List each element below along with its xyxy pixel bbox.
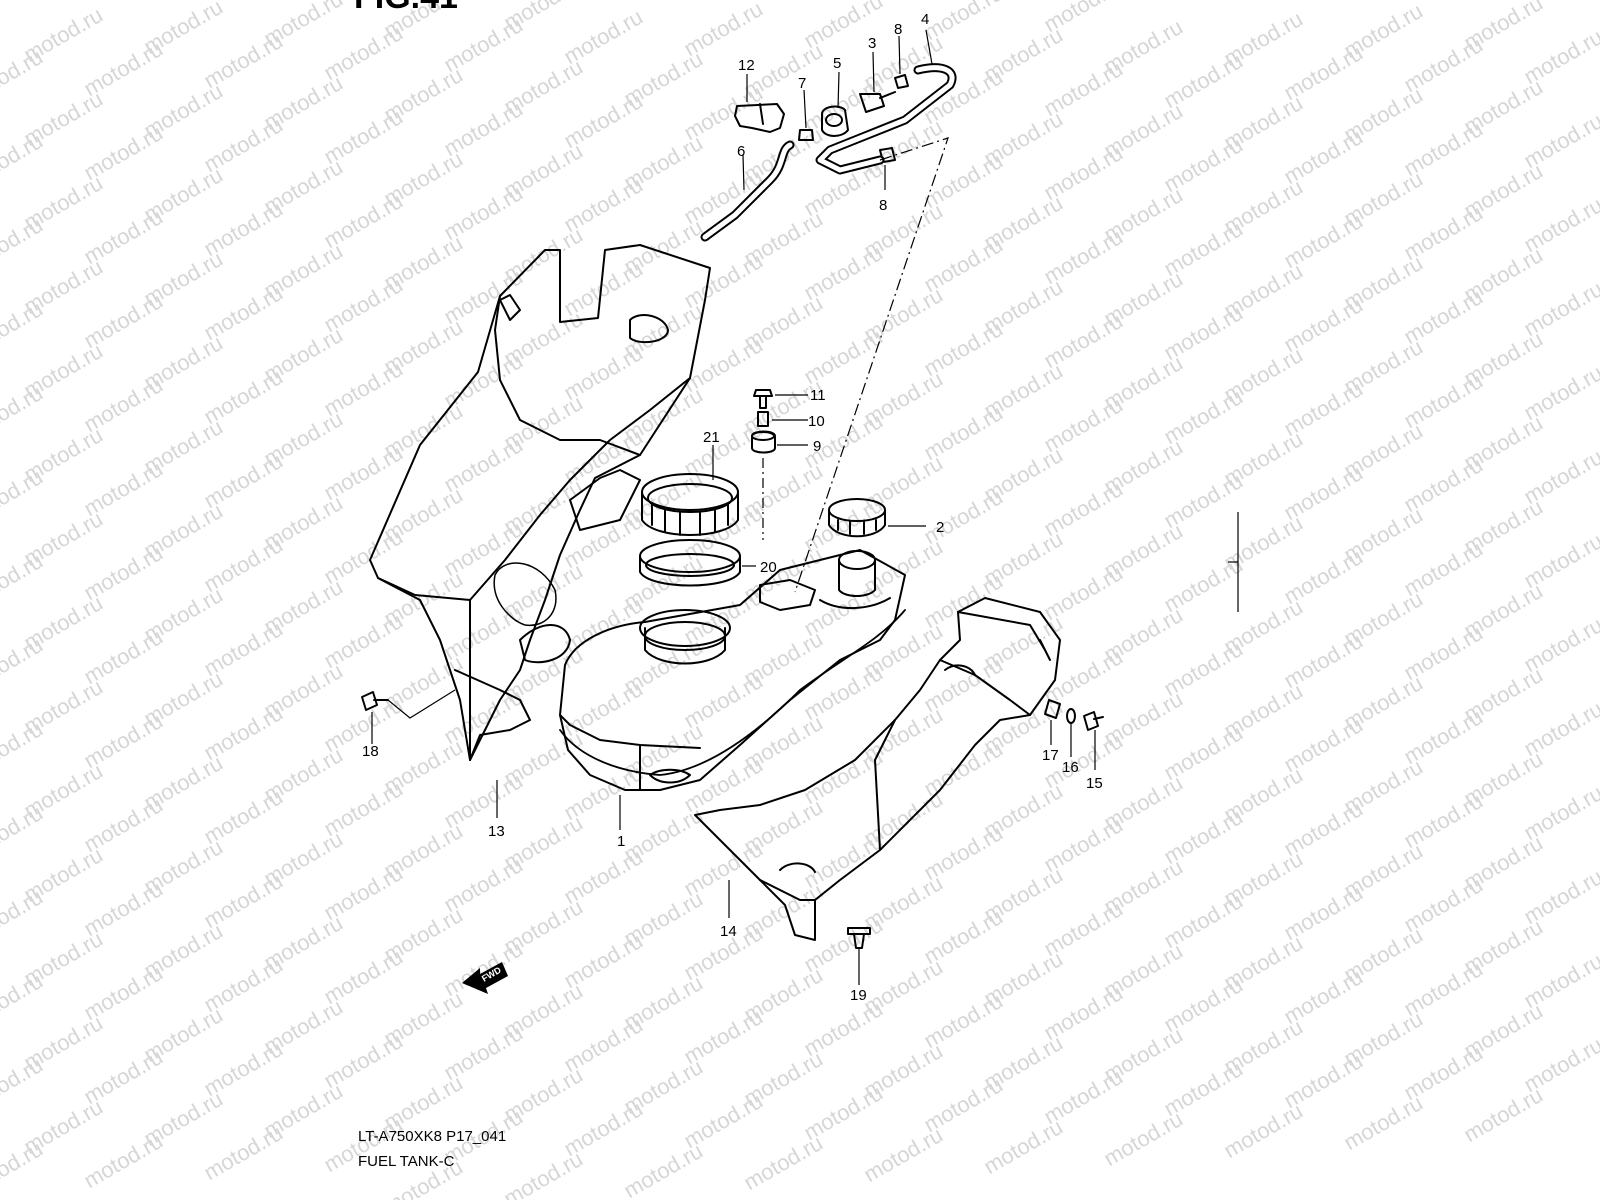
callout-11: 11 [810, 387, 826, 404]
callout-17: 17 [1042, 747, 1059, 764]
leader-lines [371, 29, 1239, 985]
callout-13: 13 [488, 823, 505, 840]
part-4-breather-hose [815, 63, 957, 175]
part-1-fuel-tank [559, 549, 906, 791]
part-2-fuel-cap [828, 498, 886, 538]
part-21-lock-ring [641, 473, 739, 536]
figure-title: FIG.41 [354, 0, 458, 17]
callout-19: 19 [850, 987, 867, 1004]
part-10-collar [757, 411, 769, 427]
part-20-gasket [639, 539, 741, 587]
callout-16: 16 [1062, 759, 1079, 776]
diagram-code: LT-A750XK8 P17_041 [358, 1128, 507, 1145]
part-13-tank-guard [369, 244, 711, 761]
callout-5: 5 [833, 55, 841, 72]
forward-direction-arrow: FWD [462, 962, 508, 994]
part-15-bolt [1083, 711, 1104, 731]
callout-8-lower: 8 [879, 197, 887, 214]
part-11-bolt [753, 389, 773, 409]
part-16-washer [1066, 708, 1076, 724]
part-17-collar [1044, 699, 1061, 719]
part-18-bolt [361, 691, 389, 711]
callout-1: 1 [617, 833, 625, 850]
callout-12: 12 [738, 57, 755, 74]
callout-labels: 1 2 3 4 5 6 7 8 8 9 10 11 12 13 14 15 16… [362, 11, 1103, 1004]
callout-18: 18 [362, 743, 379, 760]
callout-10: 10 [808, 413, 825, 430]
callout-8-upper: 8 [894, 21, 902, 38]
callout-7: 7 [798, 75, 806, 92]
callout-15: 15 [1086, 775, 1103, 792]
part-12-bracket [734, 103, 785, 133]
callout-14: 14 [720, 923, 737, 940]
diagram-name: FUEL TANK-C [358, 1153, 455, 1170]
callout-21: 21 [703, 429, 720, 446]
callout-20: 20 [760, 559, 777, 576]
part-14-side-panel [694, 597, 1061, 941]
callout-4: 4 [921, 11, 929, 28]
part-5-valve [821, 105, 849, 137]
callout-2: 2 [936, 519, 944, 536]
part-8-clamp-upper [894, 74, 909, 89]
callout-6: 6 [737, 143, 745, 160]
part-7-clamp [798, 129, 814, 141]
callout-3: 3 [868, 35, 876, 52]
part-9-cushion [751, 430, 776, 454]
callout-9: 9 [813, 438, 821, 455]
part-6-breather-hose [700, 140, 795, 242]
part-3-check-valve [859, 91, 896, 113]
part-19-push-clip [847, 927, 871, 949]
